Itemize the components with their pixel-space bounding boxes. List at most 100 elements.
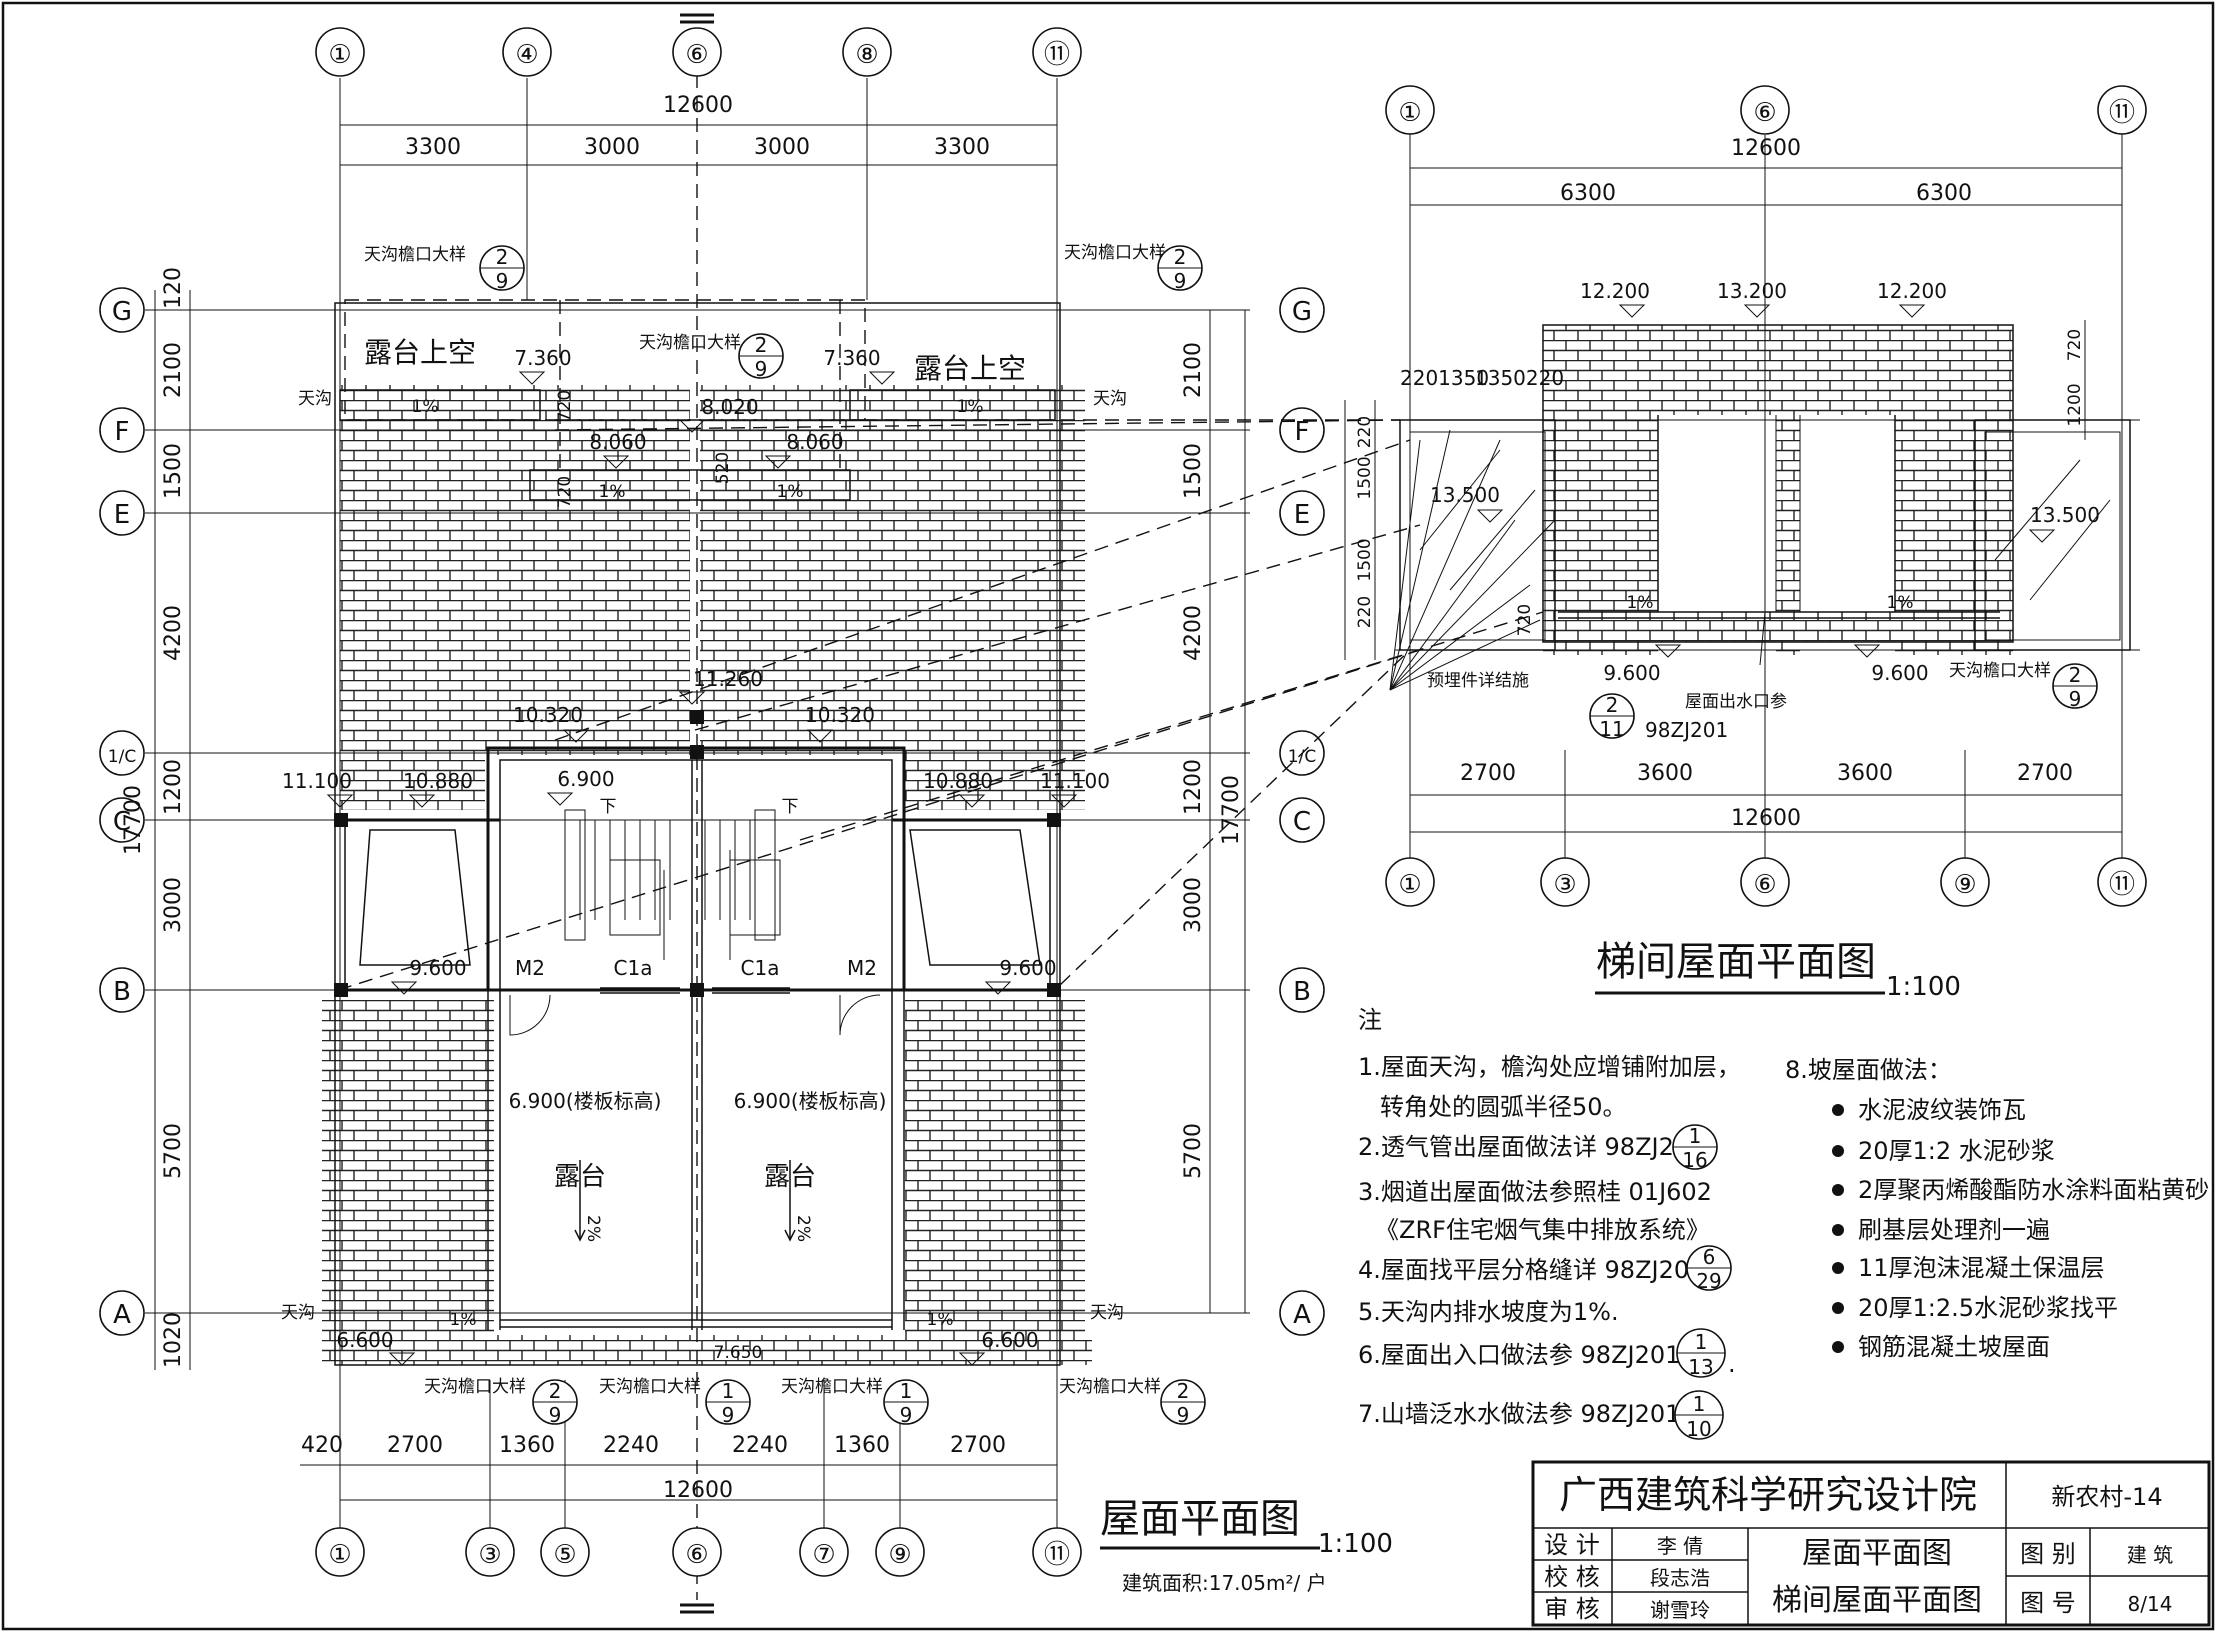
- dimension: 3600: [1637, 761, 1693, 786]
- dimension: 1200: [161, 759, 186, 815]
- notes-heading: 注: [1358, 1006, 1382, 1034]
- roof-tile-area: [905, 1000, 1085, 1345]
- elevation: 7.360: [514, 346, 571, 370]
- axis-label: ⑦: [812, 1540, 835, 1570]
- plan-scale: 1:100: [1886, 972, 1961, 1002]
- axis-label: ①: [328, 40, 351, 70]
- elevation: 10.320: [805, 703, 875, 727]
- drawing-title: 屋面平面图: [1802, 1536, 1952, 1571]
- dimension: 3300: [405, 135, 461, 160]
- axis-label: ⑥: [1753, 98, 1776, 128]
- axis-label: A: [113, 1300, 131, 1330]
- main-plan-title: 屋面平面图 1:100 建筑面积:17.05m²/ 户: [1100, 1496, 1393, 1595]
- dimension: 220: [1355, 416, 1375, 448]
- elevation: 8.060: [589, 430, 646, 454]
- note-line: 4.屋面找平层分格缝详 98ZJ201: [1358, 1256, 1704, 1284]
- slope-label: 1%: [957, 397, 984, 417]
- category-value: 建 筑: [2127, 1543, 2173, 1567]
- axis-label: ⑪: [1044, 40, 1070, 70]
- elevation: 10.880: [403, 769, 473, 793]
- axis-label: ⑨: [888, 1540, 911, 1570]
- dimension: 17700: [121, 785, 146, 855]
- axis-label: B: [113, 977, 131, 1007]
- terrace-label: 露台: [764, 1162, 816, 1192]
- eave-detail-label: 天沟檐口大样: [1059, 1377, 1161, 1397]
- stair-down-label: 下: [782, 797, 799, 817]
- slope-label: 1%: [927, 1310, 954, 1330]
- axis-label: G: [1292, 297, 1312, 327]
- elevation: 6.600: [336, 1328, 393, 1352]
- elevation: 9.600: [1603, 661, 1660, 685]
- detail-ref-den: 11: [1599, 717, 1624, 741]
- eave-detail-label: 天沟檐口大样: [639, 333, 741, 353]
- roof-tile-area: [340, 755, 485, 810]
- role-label: 校 核: [1544, 1563, 1600, 1591]
- roof-tile-area: [322, 1335, 1092, 1365]
- eave-detail-label: 天沟檐口大样: [1949, 661, 2051, 681]
- dimension: 1360: [834, 1433, 890, 1458]
- dimension: 12600: [1731, 136, 1801, 161]
- door-label: M2: [847, 956, 877, 980]
- note-trailing-dot: .: [1728, 1350, 1736, 1378]
- dimension: 720: [555, 390, 575, 422]
- gutter-label: 天沟: [1093, 389, 1127, 409]
- plan-scale: 1:100: [1318, 1529, 1393, 1559]
- axis-label: ①: [328, 1540, 351, 1570]
- window-label: C1a: [614, 956, 653, 980]
- dimension: 220: [1355, 596, 1375, 628]
- axis-label: ④: [515, 40, 538, 70]
- slope-item: 20厚1:2 水泥砂浆: [1858, 1137, 2055, 1165]
- dimension: 12600: [1731, 806, 1801, 831]
- slope-label: 1%: [1627, 593, 1654, 613]
- institute-name: 广西建筑科学研究设计院: [1559, 1473, 1977, 1517]
- terrace-void-label: 露台上空: [914, 352, 1026, 385]
- dimension: 5700: [161, 1123, 186, 1179]
- detail-ref-num: 2: [496, 245, 509, 269]
- detail-ref-num: 2: [2069, 663, 2082, 687]
- dimension: 4200: [161, 605, 186, 661]
- detail-ref-num: 1: [1695, 1330, 1708, 1354]
- slope-item: 钢筋混凝土坡屋面: [1858, 1333, 2050, 1361]
- dimension: 520: [713, 452, 733, 484]
- dimension: 3600: [1837, 761, 1893, 786]
- note-line: 《ZRF住宅烟气集中排放系统》: [1375, 1216, 1710, 1244]
- elevation: 12.200: [1580, 279, 1650, 303]
- note-line: 7.山墙泛水水做法参 98ZJ201: [1358, 1400, 1680, 1428]
- main-top-axes: ① ④ ⑥ ⑧ ⑪: [315, 27, 1082, 77]
- dimension: 2700: [950, 1433, 1006, 1458]
- eave-detail-label: 天沟檐口大样: [781, 1377, 883, 1397]
- dimension: 2700: [387, 1433, 443, 1458]
- axis-label: 1/C: [1288, 747, 1316, 767]
- main-bottom-axes: ① ③ ⑤ ⑥ ⑦ ⑨ ⑪: [315, 1527, 1082, 1577]
- detail-ref-den: 9: [722, 1403, 735, 1427]
- elevation: 13.200: [1717, 279, 1787, 303]
- elevation: 9.600: [1871, 661, 1928, 685]
- elevation: 11.100: [282, 769, 352, 793]
- stair-down-label: 下: [600, 797, 617, 817]
- detail-ref-den: 9: [1174, 269, 1187, 293]
- dimension: 3000: [161, 877, 186, 933]
- void-panel: [909, 829, 1041, 966]
- elevation: 11.100: [1040, 769, 1110, 793]
- elevation: 7.360: [823, 346, 880, 370]
- role-label: 设 计: [1544, 1531, 1600, 1559]
- roof-tile-area: [860, 420, 1085, 495]
- detail-ref-num: 2: [1177, 1379, 1190, 1403]
- slope-item: 20厚1:2.5水泥砂浆找平: [1858, 1294, 2118, 1322]
- note-line: 6.屋面出入口做法参 98ZJ201: [1358, 1341, 1680, 1369]
- dimension: 2700: [2017, 761, 2073, 786]
- stair-dimensions: 12600 6300 6300 2700 3600 3600 2700 1260…: [1355, 136, 2100, 831]
- slope-label: 2%: [583, 1215, 603, 1242]
- detail-ref-num: 2: [1174, 245, 1187, 269]
- void-panel: [359, 829, 471, 966]
- number-value: 8/14: [2128, 1592, 2173, 1616]
- axis-label: ⑪: [1044, 1540, 1070, 1570]
- dimension: 2201350: [1400, 366, 1489, 390]
- main-dimensions: 12600 3300 3000 3000 3300 12600 420 2700…: [121, 93, 1244, 1503]
- detail-ref-num: 6: [1703, 1245, 1716, 1269]
- detail-ref-den: 9: [496, 269, 509, 293]
- roof-tile-area: [340, 420, 485, 495]
- dimension: 1350220: [1475, 366, 1564, 390]
- axis-label: E: [114, 500, 130, 530]
- dimension: 6300: [1916, 181, 1972, 206]
